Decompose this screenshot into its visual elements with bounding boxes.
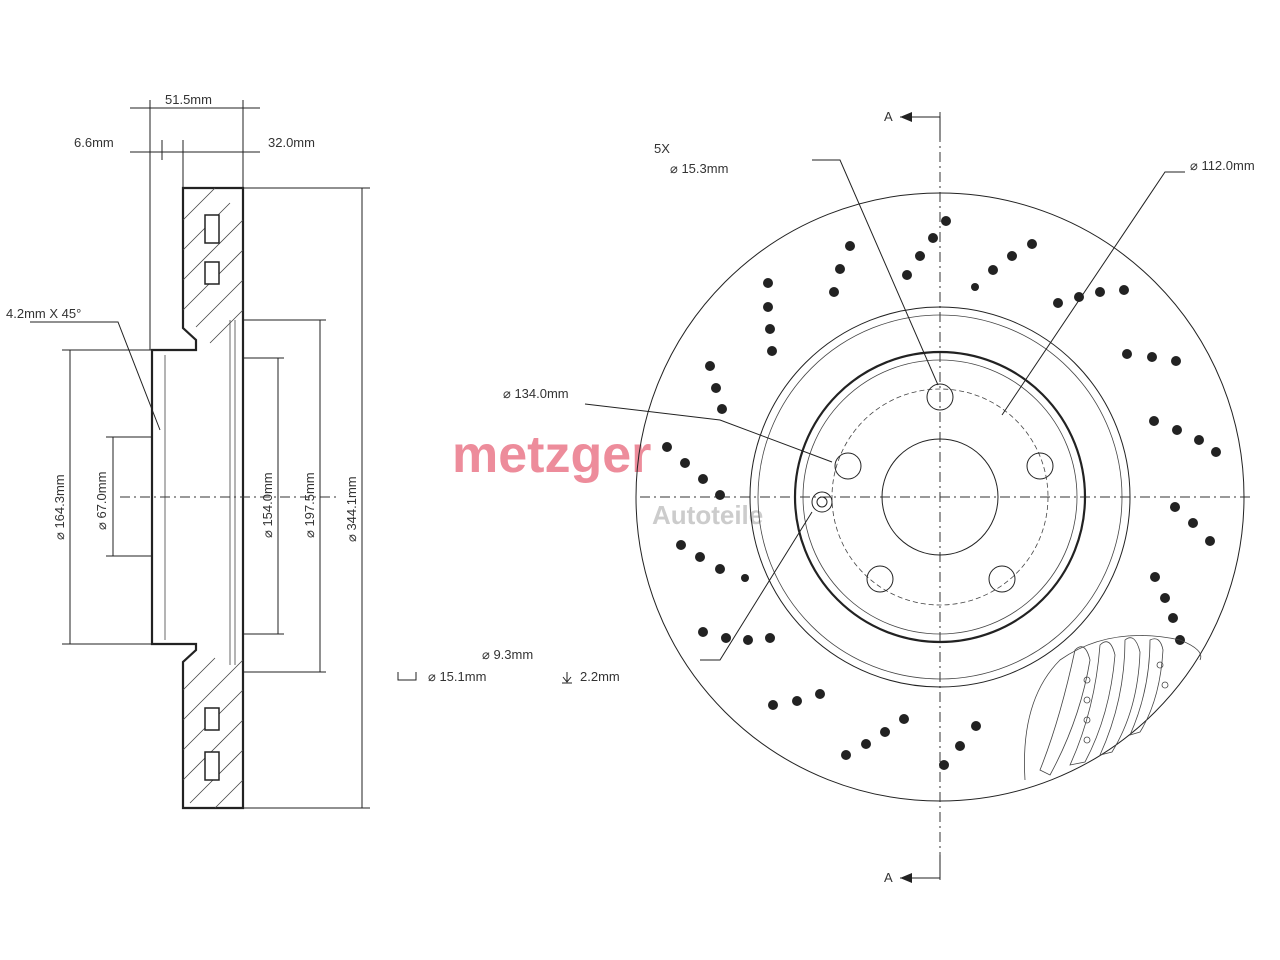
drilled-holes <box>662 216 1221 770</box>
disc-section-profile <box>150 186 245 810</box>
dim-hat-outer: ⌀ 164.3mm <box>52 474 67 540</box>
hatch-top <box>182 187 244 344</box>
small-hole-dim: ⌀ 9.3mm <box>482 647 533 662</box>
bolt-holes <box>811 383 1054 593</box>
bolt-hole <box>1026 452 1054 480</box>
dim-thickness: 32.0mm <box>268 135 315 150</box>
dim-inner-197: ⌀ 197.5mm <box>302 472 317 538</box>
disc-outer-edge <box>635 192 1245 802</box>
vent-slot <box>204 261 220 285</box>
vent-slot <box>204 707 220 731</box>
dim-outer: ⌀ 344.1mm <box>344 476 359 542</box>
svg-text:A: A <box>884 109 893 124</box>
brand-tagline: Autoteile <box>652 500 763 530</box>
bolt-hole <box>926 383 954 411</box>
dim-chamfer: 4.2mm X 45° <box>6 306 81 321</box>
vent-slot <box>204 214 220 244</box>
dim-inner-154: ⌀ 154.0mm <box>260 472 275 538</box>
bolt-hole <box>866 565 894 593</box>
depth-dim: 2.2mm <box>580 669 620 684</box>
bolt-hole-dim: ⌀ 15.3mm <box>670 161 728 176</box>
bolt-count: 5X <box>654 141 670 156</box>
front-view: A A 5X ⌀ 15.3mm ⌀ 112.0mm ⌀ 134.0mm ⌀ 9.… <box>397 109 1255 885</box>
bolt-hole <box>834 452 862 480</box>
dim-hat-offset: 6.6mm <box>74 135 114 150</box>
bolt-hole <box>988 565 1016 593</box>
depth-icon <box>562 672 572 684</box>
pcd-dim: ⌀ 112.0mm <box>1190 158 1255 173</box>
brand-name: metzger <box>452 426 651 484</box>
vent-slot <box>204 751 220 781</box>
locating-hole <box>811 491 833 513</box>
counterbore-icon <box>397 672 417 681</box>
brand-logo: metzger Autoteile <box>452 426 763 530</box>
section-marker-bottom: A <box>884 855 941 885</box>
svg-text:A: A <box>884 870 893 885</box>
vent-cutaway <box>1024 635 1202 781</box>
dim-total-width: 51.5mm <box>165 92 212 107</box>
hat-diameter-dim: ⌀ 134.0mm <box>503 386 569 401</box>
section-view: 51.5mm 6.6mm 32.0mm 4.2mm X 45° ⌀ 164.3m… <box>6 92 370 810</box>
section-marker-top: A <box>884 109 941 140</box>
dim-center-bore: ⌀ 67.0mm <box>94 472 109 530</box>
counterbore-dim: ⌀ 15.1mm <box>428 669 486 684</box>
hatch-bottom <box>182 657 244 809</box>
center-bore <box>881 438 999 556</box>
